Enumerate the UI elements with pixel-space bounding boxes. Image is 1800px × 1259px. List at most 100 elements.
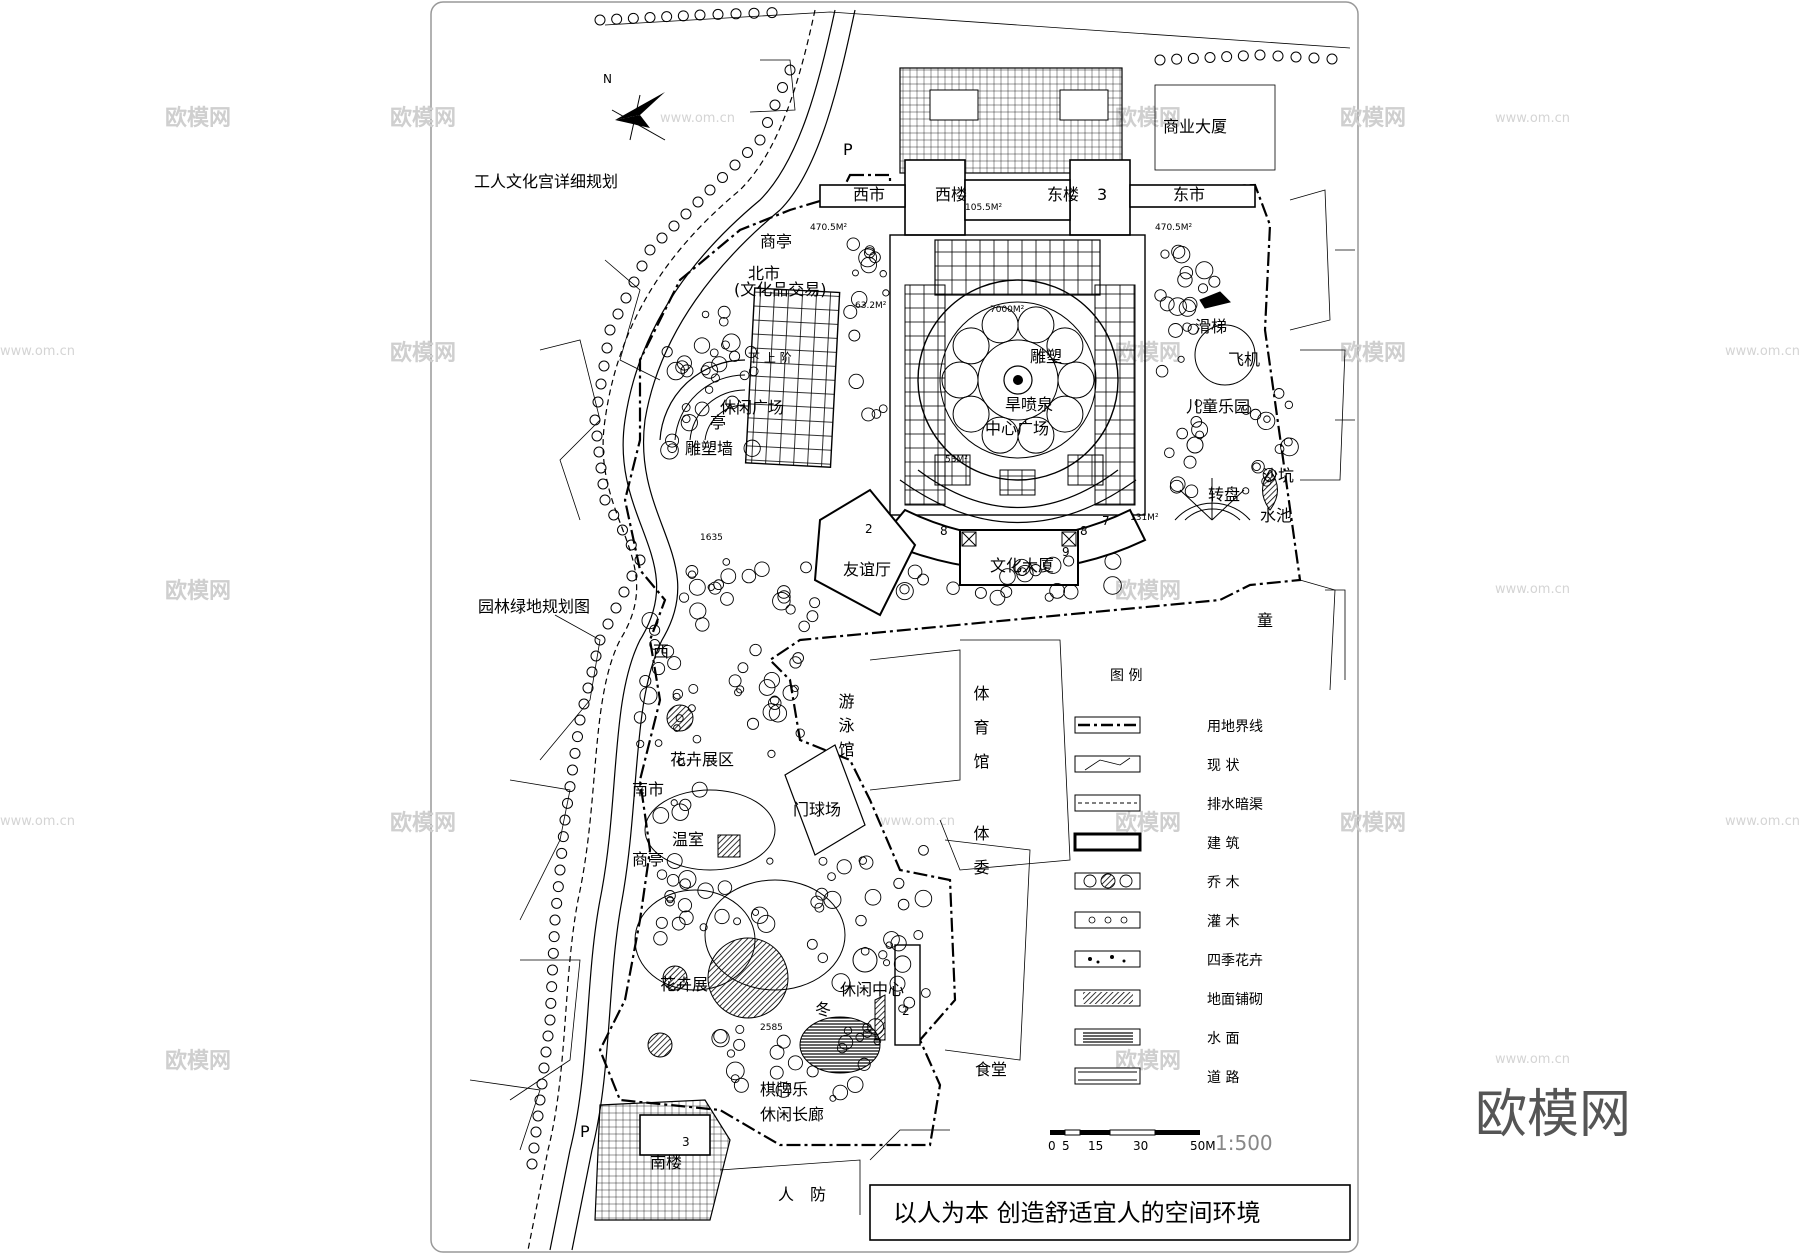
tree-icon [766,7,778,19]
tree-icon [666,895,674,904]
tree-icon [883,959,891,967]
tree-icon [712,8,724,20]
tree-icon [625,539,637,551]
tree-icon [782,684,799,701]
label-flower-area-n: 花卉展区 [670,750,734,769]
tree-icon [628,276,640,288]
label-flower-area-s: 花卉展 [660,975,708,994]
label-num-7: 7 [1102,514,1110,528]
tree-icon [700,365,711,376]
tree-icon [767,696,782,710]
label-pool-kids: 水池 [1260,506,1292,525]
tree-icon [1252,462,1261,472]
tree-icon [551,897,563,909]
tree-icon [526,1158,538,1170]
tree-icon [795,728,805,738]
tree-icon [921,988,931,998]
tree-icon [852,269,859,277]
label-small-3: 131M² [1130,513,1159,523]
watermark-url: www.om.cn [1495,1052,1570,1067]
tree-icon [860,256,877,274]
tree-icon [677,10,689,22]
tree-icon [1182,322,1192,332]
label-num-8b: 8 [1080,524,1088,538]
scale-tick: 15 [1088,1139,1103,1153]
tree-icon [567,764,578,776]
tree-icon [720,568,737,585]
tree-icon [557,831,569,843]
tree-icon [661,346,673,358]
tree-icon [545,997,557,1009]
tree-icon [893,877,905,889]
legend-item: 现 状 [1074,755,1239,774]
tree-icon [1183,455,1197,469]
tree-icon [946,581,960,595]
tree-icon [838,1034,854,1050]
tree-icon [704,385,714,394]
tree-icon [1242,487,1250,495]
tree-icon [889,975,906,992]
tree-icon [592,396,604,408]
tree-icon [843,1026,853,1035]
tree-icon [666,873,680,887]
label-west-building: 西楼 [935,185,967,204]
tree-icon [591,430,603,442]
label-small-1: 1635 [700,533,723,543]
label-kids-park: 儿童乐园 [1186,397,1250,416]
watermark-logo: 欧模网 [1340,810,1406,836]
tree-icon [676,355,692,371]
label-area-west-sq: 470.5M² [810,223,848,233]
label-sandpit: 沙坑 [1262,466,1294,485]
legend-label: 地面铺砌 [1207,992,1263,1008]
label-corridor: 休闲长廊 [760,1105,824,1124]
tree-icon [1308,52,1320,64]
tree-icon [903,996,916,1009]
tree-icon [552,881,564,893]
north-arrow-icon: N [603,72,666,141]
road-icon [1078,1071,1137,1081]
label-relief-wall: 雕塑墙 [685,439,733,458]
tree-icon [654,739,663,747]
existing-icon [1084,757,1131,771]
tree-icon [636,260,648,272]
slogan-text: 以人为本 创造舒适宜人的空间环境 [893,1199,1261,1227]
tree-icon [655,916,668,929]
tree-icon [1154,289,1167,302]
tree-icon [914,889,933,908]
main-road [527,9,856,1251]
watermark-url: www.om.cn [1495,582,1570,597]
tree-icon [1187,52,1199,64]
tree-icon [599,494,611,506]
tree-icon [1044,592,1054,602]
tree-icon [762,117,773,128]
tree-icon [595,462,607,474]
sheet-frame [430,1,1359,1253]
tree-icon [689,602,707,620]
tree-icon [1251,460,1265,474]
tree-icon [1000,585,1013,598]
tree-icon [1184,484,1199,498]
tree-icon [1029,564,1042,577]
tree-icon [766,857,774,865]
tree-icon [1190,416,1203,428]
tree-icon [641,612,659,630]
tree-icon [644,12,656,23]
tree-icon [671,803,689,821]
label-slide: 滑梯 [1195,317,1227,336]
shrub-icon [1088,916,1128,924]
tree-icon [688,578,706,596]
tree-icon [590,650,602,662]
tree-icon [898,1004,907,1013]
tree-icon [836,1042,848,1054]
label-natatorium: 游泳馆 [836,693,855,765]
tree-icon [704,184,716,196]
tree-icon [673,724,681,732]
tree-icon [843,304,858,319]
tree-icon [858,856,867,865]
tree-icon [717,880,733,895]
tree-icon [741,568,757,584]
tree-icon [787,1055,803,1071]
tree-icon [1164,447,1175,459]
tree-icon [857,1057,871,1071]
